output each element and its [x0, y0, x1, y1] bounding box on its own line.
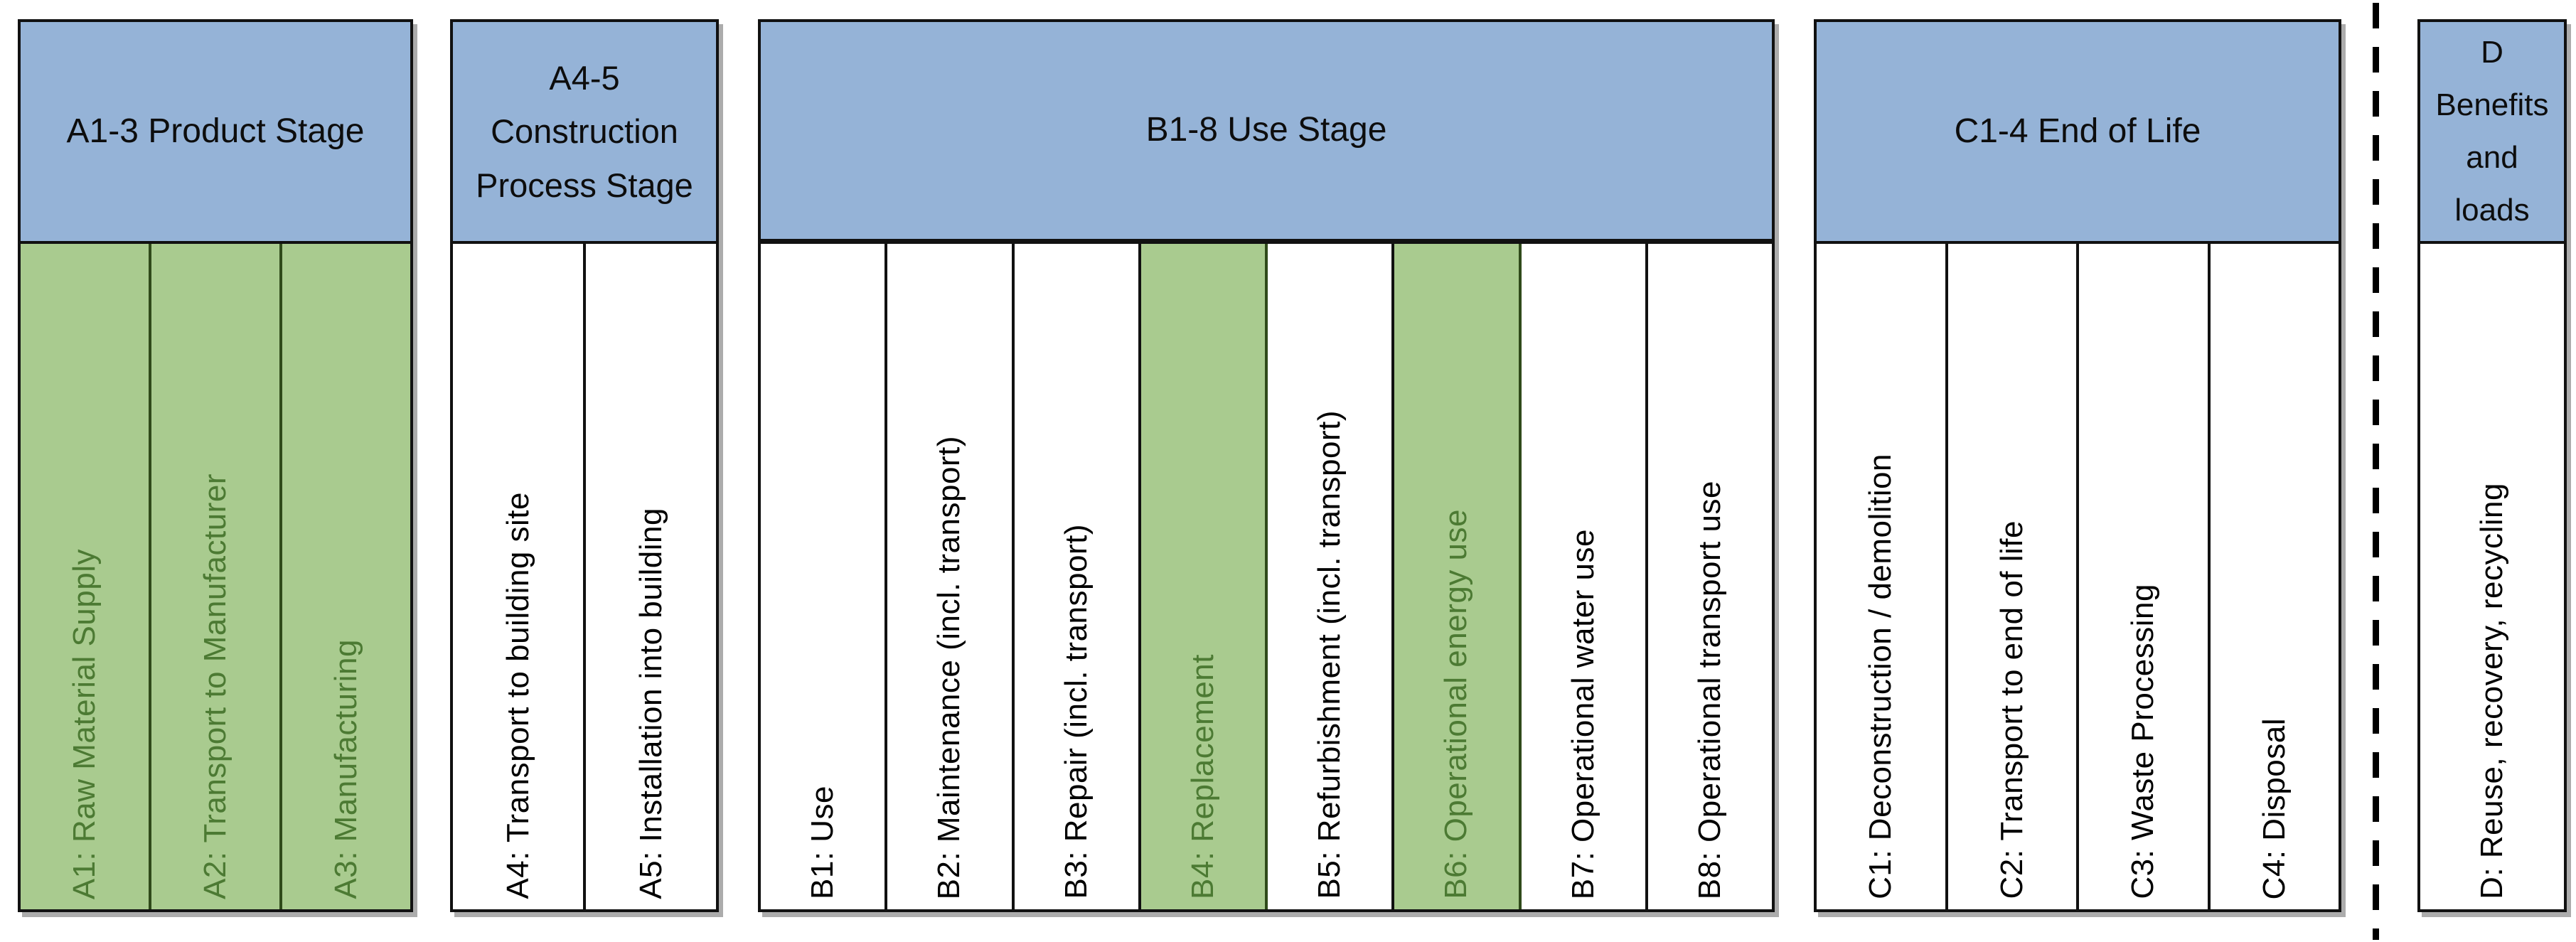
stage-cell-label: B4: Replacement	[1185, 653, 1220, 899]
header-line: loads	[2454, 192, 2530, 228]
stage-cell-b1: B1: Use	[761, 244, 885, 909]
construction-process-stage-columns: A4: Transport to building site A5: Instal…	[450, 244, 719, 912]
stage-cell-b5: B5: Refurbishment (incl. transport)	[1265, 244, 1392, 909]
stage-cell-label: C2: Transport to end of life	[1994, 520, 2029, 899]
stage-cell-label: C4: Disposal	[2256, 717, 2292, 899]
stage-cell-d: D: Reuse, recovery, recycling	[2420, 244, 2564, 909]
stage-cell-label: A4: Transport to building site	[500, 492, 535, 899]
benefits-and-loads-header: D Benefits and loads	[2417, 19, 2567, 244]
stage-cell-label: D: Reuse, recovery, recycling	[2474, 483, 2509, 899]
stage-cell-b3: B3: Repair (incl. transport)	[1011, 244, 1138, 909]
stage-cell-b7: B7: Operational water use	[1518, 244, 1645, 909]
stage-cell-label: A3: Manufacturing	[328, 639, 363, 899]
product-stage-header: A1-3 Product Stage	[18, 19, 413, 244]
product-stage-columns: A1: Raw Material Supply A2: Transport to …	[18, 244, 413, 912]
stage-cell-b2: B2: Maintenance (incl. transport)	[885, 244, 1012, 909]
stage-cell-c4: C4: Disposal	[2207, 244, 2339, 909]
system-boundary-dashed-line	[2373, 3, 2379, 940]
stage-cell-label: A2: Transport to Manufacturer	[198, 473, 233, 899]
stage-cell-a4: A4: Transport to building site	[453, 244, 583, 909]
stage-cell-label: B1: Use	[805, 785, 840, 899]
header-line: D	[2481, 35, 2503, 70]
stage-cell-label: B7: Operational water use	[1565, 528, 1600, 899]
header-line: and	[2466, 140, 2518, 175]
stage-cell-b8: B8: Operational transport use	[1645, 244, 1772, 909]
header-line: B1-8 Use Stage	[1145, 111, 1387, 149]
stage-cell-b4: B4: Replacement	[1138, 244, 1265, 909]
stage-cell-label: B6: Operational energy use	[1438, 509, 1474, 899]
benefits-and-loads-columns: D: Reuse, recovery, recycling	[2417, 244, 2567, 912]
end-of-life-header: C1-4 End of Life	[1814, 19, 2341, 244]
stage-cell-c3: C3: Waste Processing	[2076, 244, 2208, 909]
end-of-life-columns: C1: Deconstruction / demolition C2: Trans…	[1814, 244, 2341, 912]
stage-cell-c1: C1: Deconstruction / demolition	[1817, 244, 1945, 909]
header-line: Benefits	[2435, 87, 2549, 123]
header-line: C1-4 End of Life	[1954, 112, 2201, 150]
stage-cell-a1: A1: Raw Material Supply	[21, 244, 149, 909]
stage-cell-label: C3: Waste Processing	[2125, 584, 2161, 899]
section-benefits-and-loads: D Benefits and loads D: Reuse, recovery, rec…	[2417, 19, 2567, 912]
header-line: A4-5	[549, 59, 620, 97]
header-line: Process Stage	[476, 166, 693, 204]
stage-cell-label: B3: Repair (incl. transport)	[1058, 524, 1094, 899]
header-line: Construction	[491, 112, 678, 151]
stage-cell-label: A5: Installation into building	[633, 508, 668, 899]
header-line: A1-3 Product Stage	[66, 112, 365, 150]
stage-cell-label: A1: Raw Material Supply	[67, 548, 102, 899]
stage-cell-label: B5: Refurbishment (incl. transport)	[1312, 410, 1347, 899]
stage-cell-a2: A2: Transport to Manufacturer	[149, 244, 279, 909]
use-stage-columns: B1: Use B2: Maintenance (incl. transport)…	[758, 244, 1775, 912]
stage-cell-label: B8: Operational transport use	[1691, 480, 1727, 899]
stage-cell-a5: A5: Installation into building	[583, 244, 716, 909]
stage-cell-b6: B6: Operational energy use	[1391, 244, 1519, 909]
stage-cell-label: B2: Maintenance (incl. transport)	[931, 435, 967, 899]
use-stage-header: B1-8 Use Stage	[758, 19, 1775, 244]
stage-cell-a3: A3: Manufacturing	[279, 244, 410, 909]
stage-cell-label: C1: Deconstruction / demolition	[1863, 454, 1898, 899]
stage-cell-c2: C2: Transport to end of life	[1945, 244, 2076, 909]
